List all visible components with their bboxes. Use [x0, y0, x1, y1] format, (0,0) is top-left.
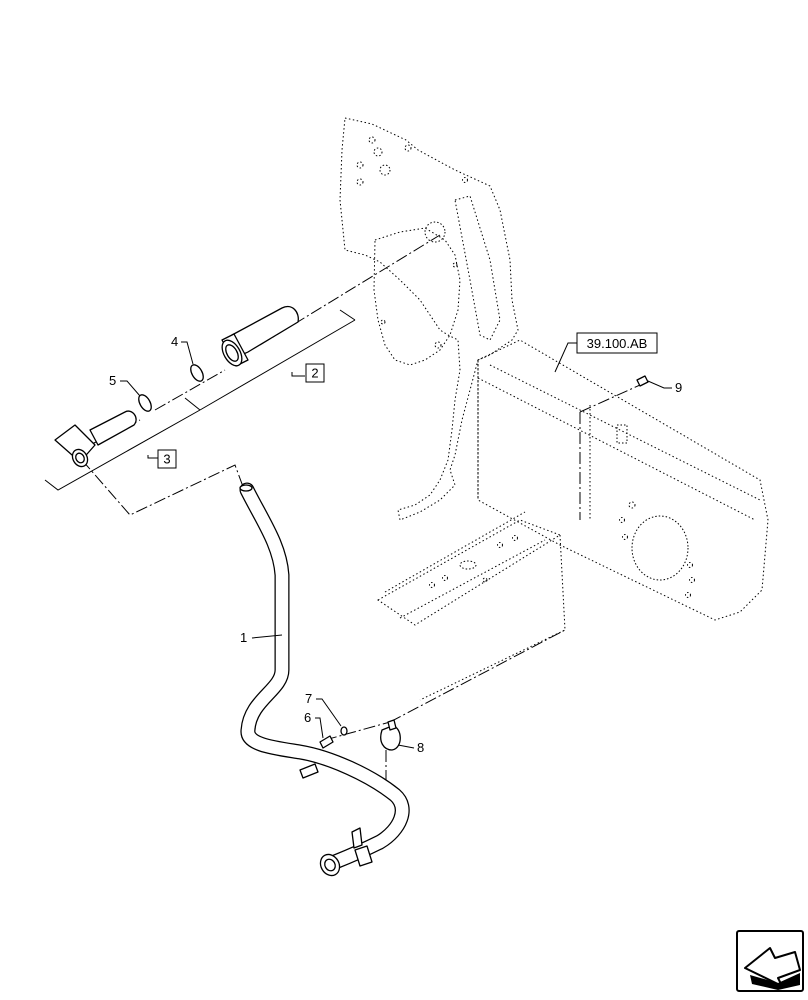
callout-6: 6: [304, 710, 324, 739]
kit-box-2: [305, 363, 325, 383]
callout-5-label: 5: [109, 373, 116, 388]
frame-cross-member: [377, 511, 566, 701]
assembly-centerlines: [81, 234, 641, 792]
callout-3: 3: [157, 449, 177, 469]
frame-plate: [339, 117, 519, 521]
kit-box-3: [157, 449, 177, 469]
callout-4: 4: [171, 334, 194, 365]
callout-9-label: 9: [675, 380, 682, 395]
callout-4-label: 4: [171, 334, 178, 349]
bolt-6: [319, 735, 334, 749]
o-ring-5: [138, 394, 152, 412]
callout-2: 2: [305, 363, 325, 383]
elbow-fitting: [54, 410, 137, 468]
kit-bracket-lines: [44, 309, 356, 491]
reference-label: 39.100.AB: [587, 336, 648, 351]
hydraulic-hose: [239, 482, 410, 877]
bolt-9: [636, 375, 649, 387]
clamp-8: [380, 719, 401, 751]
callout-9: 9: [647, 380, 682, 395]
callout-8-label: 8: [417, 740, 424, 755]
callout-7-label: 7: [305, 691, 312, 706]
callout-7: 7: [305, 691, 342, 727]
filter-cartridge: [221, 306, 299, 367]
callout-2-label: 2: [311, 366, 318, 381]
o-ring-4: [190, 364, 204, 382]
washer-7: [340, 726, 348, 736]
callout-6-label: 6: [304, 710, 311, 725]
frame-side-rail: [477, 339, 769, 621]
callout-5: 5: [109, 373, 141, 397]
callout-3-label: 3: [163, 452, 170, 467]
next-page-arrow-icon[interactable]: [736, 930, 804, 992]
reference-callout[interactable]: 39.100.AB: [554, 332, 658, 373]
callout-8: 8: [397, 740, 424, 755]
callout-1-label: 1: [240, 630, 247, 645]
callout-1: 1: [240, 630, 283, 645]
